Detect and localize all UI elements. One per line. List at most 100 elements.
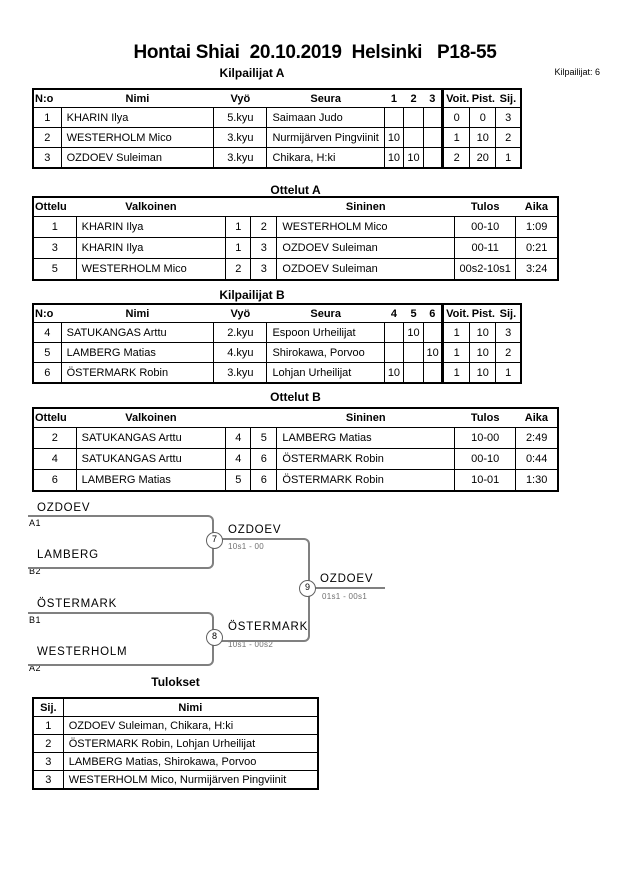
cell-m1: 10 xyxy=(383,362,404,384)
header-place: Sij. xyxy=(32,698,64,717)
table-row: 5 LAMBERG Matias 4.kyu Shirokawa, Porvoo… xyxy=(32,342,522,363)
cell-white-no: 1 xyxy=(225,237,252,259)
cell-result: 00-10 xyxy=(454,448,517,470)
cell-wins: 2 xyxy=(441,147,471,169)
cell-belt: 5.kyu xyxy=(213,107,268,128)
bracket-slot-name: LAMBERG xyxy=(37,549,99,561)
cell-m1: 10 xyxy=(383,147,404,169)
cell-time: 1:09 xyxy=(515,216,559,238)
cell-points: 10 xyxy=(469,127,497,148)
header-m3: 6 xyxy=(423,304,443,323)
cell-blue-name: OZDOEV Suleiman xyxy=(276,258,456,281)
cell-place: 3 xyxy=(495,322,522,343)
header-time: Aika xyxy=(515,408,558,428)
cell-m3 xyxy=(423,127,444,148)
cell-m2: 10 xyxy=(402,322,425,343)
cell-no: 3 xyxy=(32,147,62,169)
pool-a-heading: Kilpailijat A xyxy=(219,66,285,80)
cell-name: LAMBERG Matias xyxy=(60,342,215,363)
header-club: Seura xyxy=(266,304,385,323)
cell-result: 10-00 xyxy=(454,427,517,449)
pool-b-table: N:o Nimi Vyö Seura 4 5 6 Voit. Pist. Sij… xyxy=(32,303,522,384)
cell-match-no: 2 xyxy=(32,427,77,449)
cell-m2 xyxy=(402,342,425,363)
cell-place: 3 xyxy=(495,107,522,128)
cell-match-no: 3 xyxy=(32,237,77,259)
table-row: 3 LAMBERG Matias, Shirokawa, Porvoo xyxy=(32,752,319,771)
cell-club: Saimaan Judo xyxy=(266,107,385,128)
header-spacer xyxy=(250,197,277,217)
table-row: 5 WESTERHOLM Mico 2 3 OZDOEV Suleiman 00… xyxy=(32,258,559,281)
cell-name: KHARIN Ilya xyxy=(60,107,215,128)
cell-wins: 1 xyxy=(441,342,471,363)
cell-no: 6 xyxy=(32,362,62,384)
cell-place: 2 xyxy=(495,342,522,363)
header-time: Aika xyxy=(515,197,558,217)
matches-b-heading: Ottelut B xyxy=(270,390,321,404)
cell-blue-no: 6 xyxy=(250,448,278,470)
matches-b-table: Ottelu Valkoinen Sininen Tulos Aika 2 SA… xyxy=(32,407,559,492)
cell-place: 3 xyxy=(32,770,64,790)
cell-blue-name: WESTERHOLM Mico xyxy=(276,216,456,238)
table-row: 2 SATUKANGAS Arttu 4 5 LAMBERG Matias 10… xyxy=(32,427,559,449)
header-m2: 2 xyxy=(403,89,424,108)
cell-blue-no: 5 xyxy=(250,427,278,449)
results-header-row: Sij. Nimi xyxy=(32,698,319,717)
cell-blue-name: ÖSTERMARK Robin xyxy=(276,469,456,492)
cell-blue-name: ÖSTERMARK Robin xyxy=(276,448,456,470)
cell-m3 xyxy=(423,322,444,343)
cell-white-name: KHARIN Ilya xyxy=(75,237,227,259)
bracket-slot-name: WESTERHOLM xyxy=(37,646,128,658)
bracket-seed-label: A2 xyxy=(29,663,42,673)
cell-place: 1 xyxy=(495,362,522,384)
cell-blue-name: OZDOEV Suleiman xyxy=(276,237,456,259)
cell-m3 xyxy=(423,107,444,128)
cell-name: WESTERHOLM Mico xyxy=(60,127,215,148)
header-name: Nimi xyxy=(61,304,214,323)
cell-m1 xyxy=(383,342,404,363)
cell-belt: 4.kyu xyxy=(213,342,268,363)
cell-m2 xyxy=(402,362,425,384)
cell-points: 10 xyxy=(469,362,497,384)
cell-wins: 1 xyxy=(441,322,471,343)
header-wins: Voit. xyxy=(441,304,470,323)
header-club: Seura xyxy=(266,89,385,108)
cell-match-no: 1 xyxy=(32,216,77,238)
cell-wins: 1 xyxy=(441,362,471,384)
cell-m1 xyxy=(383,107,404,128)
cell-match-no: 6 xyxy=(32,469,77,492)
cell-m3: 10 xyxy=(423,342,444,363)
bracket-match-score: 10s1 - 00 xyxy=(228,542,265,551)
cell-m3 xyxy=(423,147,444,169)
table-row: 2 WESTERHOLM Mico 3.kyu Nurmijärven Ping… xyxy=(32,127,522,148)
bracket-final-line xyxy=(307,587,385,589)
table-row: 3 WESTERHOLM Mico, Nurmijärven Pingviini… xyxy=(32,770,319,790)
cell-club: Lohjan Urheilijat xyxy=(266,362,385,384)
cell-points: 10 xyxy=(469,322,497,343)
cell-match-no: 4 xyxy=(32,448,77,470)
header-white: Valkoinen xyxy=(76,408,226,428)
bracket-match-score: 01s1 - 00s1 xyxy=(322,592,368,601)
bracket-seed-label: B1 xyxy=(29,615,42,625)
cell-place: 3 xyxy=(32,752,64,771)
cell-time: 0:44 xyxy=(515,448,559,470)
table-row: 4 SATUKANGAS Arttu 4 6 ÖSTERMARK Robin 0… xyxy=(32,448,559,470)
pool-b-heading: Kilpailijat B xyxy=(219,288,285,302)
bracket-seed-label: A1 xyxy=(29,518,42,528)
header-result: Tulos xyxy=(454,197,516,217)
bracket-connector-sf1 xyxy=(28,515,214,569)
cell-name: OZDOEV Suleiman, Chikara, H:ki xyxy=(62,716,319,735)
cell-name: LAMBERG Matias, Shirokawa, Porvoo xyxy=(62,752,319,771)
cell-blue-no: 3 xyxy=(250,258,278,281)
cell-points: 10 xyxy=(469,342,497,363)
bracket-slot-name: ÖSTERMARK xyxy=(37,598,118,610)
page-title: Hontai Shiai 20.10.2019 Helsinki P18-55 xyxy=(133,42,497,63)
cell-blue-name: LAMBERG Matias xyxy=(276,427,456,449)
cell-white-no: 1 xyxy=(225,216,252,238)
matches-a-heading: Ottelut A xyxy=(270,183,321,197)
cell-white-no: 4 xyxy=(225,427,252,449)
cell-m2: 10 xyxy=(402,147,425,169)
table-row: 6 ÖSTERMARK Robin 3.kyu Lohjan Urheilija… xyxy=(32,362,522,384)
cell-belt: 3.kyu xyxy=(213,127,268,148)
cell-place: 1 xyxy=(32,716,64,735)
